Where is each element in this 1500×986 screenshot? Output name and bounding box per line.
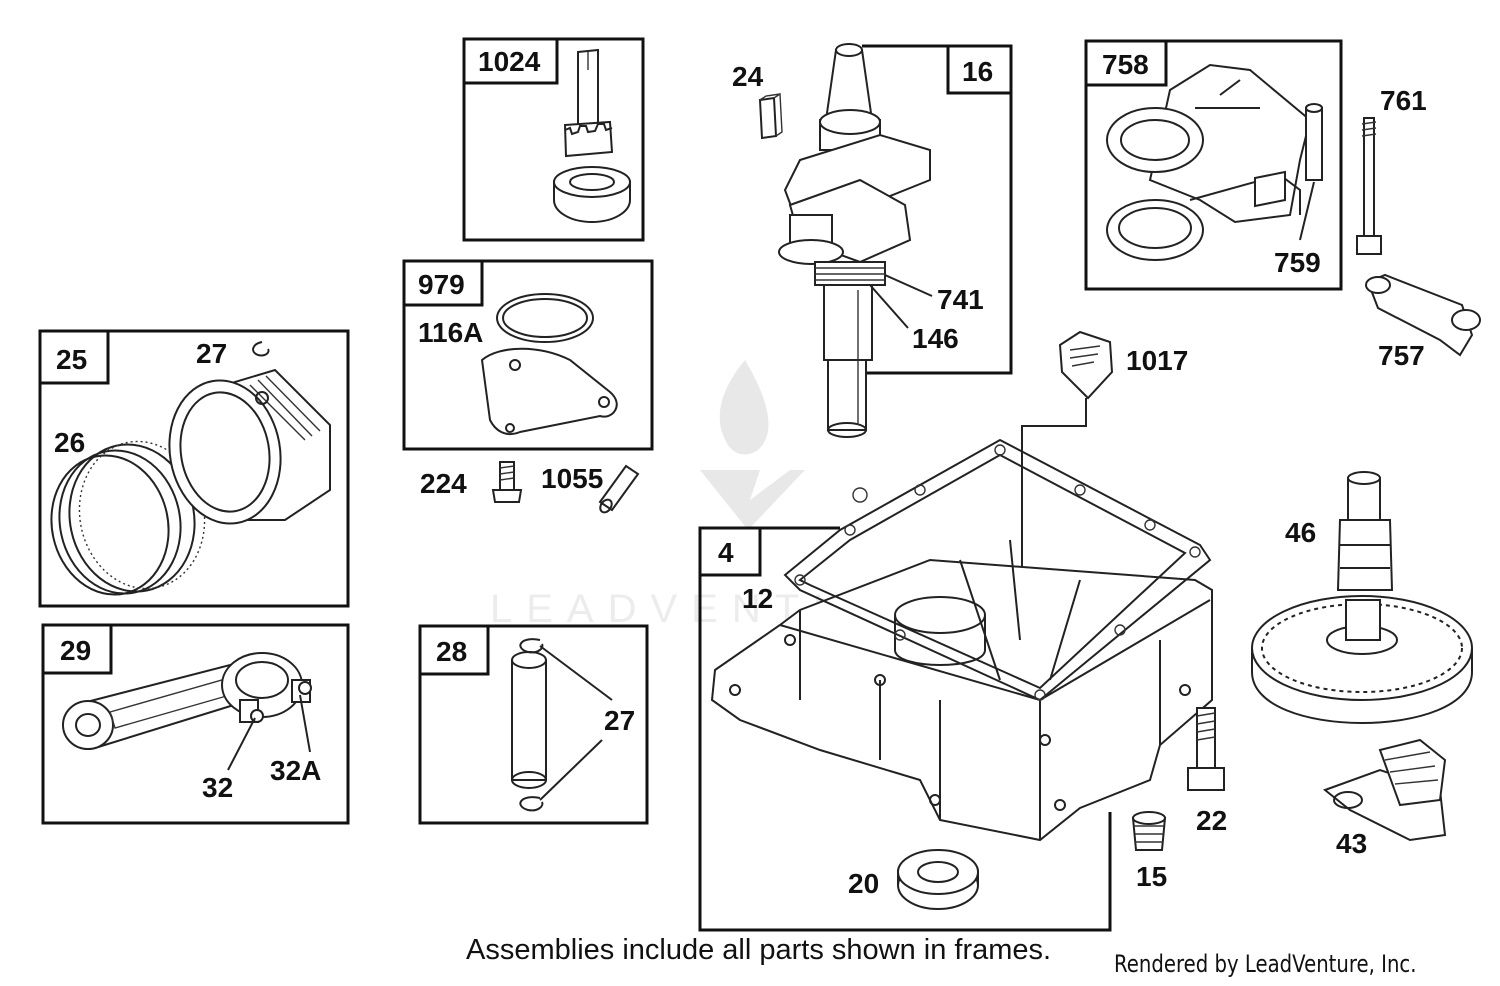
retainer-clip-icon <box>252 341 270 357</box>
frame-label-25: 25 <box>56 344 87 375</box>
frame-758[interactable]: 758 759 <box>1084 39 1343 291</box>
frame-label-16: 16 <box>962 56 993 87</box>
part-label-1055: 1055 <box>541 463 603 494</box>
shaft-761-icon <box>1356 117 1382 255</box>
frame-4[interactable]: 4 <box>698 438 1213 932</box>
part-label-43: 43 <box>1336 828 1367 859</box>
pump-cover-plate <box>480 347 618 436</box>
retainer-clip-bottom-icon <box>519 796 544 812</box>
bolt-22-icon <box>1187 707 1225 791</box>
crankshaft <box>778 43 931 438</box>
gasket-12 <box>783 438 1212 702</box>
counterweight-assembly <box>1106 63 1312 261</box>
decal-1017-icon <box>1021 330 1114 680</box>
part-label-224: 224 <box>420 468 467 499</box>
frame-label-758: 758 <box>1102 49 1149 80</box>
plug-15-icon <box>1131 811 1167 851</box>
footer-render-credit: Rendered by LeadVenture, Inc. <box>1114 950 1417 978</box>
part-label-22: 22 <box>1196 805 1227 836</box>
part-label-32a: 32A <box>270 755 321 786</box>
connecting-rod <box>62 652 312 750</box>
part-label-32: 32 <box>202 772 233 803</box>
part-label-12: 12 <box>742 583 773 614</box>
piston-pin <box>511 651 547 789</box>
sump-housing <box>710 539 1213 842</box>
governor-43 <box>1322 738 1447 842</box>
part-label-761: 761 <box>1380 85 1427 116</box>
o-ring-seal <box>496 293 594 343</box>
frame-label-1024: 1024 <box>478 46 541 77</box>
part-label-24: 24 <box>732 61 764 92</box>
frame-979[interactable]: 979 116A <box>402 259 654 451</box>
part-label-116a: 116A <box>418 317 483 348</box>
retainer-clip-top-icon <box>519 638 544 654</box>
frame-1024[interactable]: 1024 <box>462 37 645 242</box>
oil-seal-20 <box>897 849 979 910</box>
frame-25[interactable]: 25 26 27 <box>38 329 350 608</box>
piston <box>168 368 331 525</box>
part-label-26: 26 <box>54 427 85 458</box>
part-label-759: 759 <box>1274 247 1321 278</box>
frame-28[interactable]: 28 27 <box>418 624 649 825</box>
part-label-15: 15 <box>1136 861 1167 892</box>
frame-29[interactable]: 29 32 32A <box>41 623 350 825</box>
bolt-224-icon <box>491 461 523 503</box>
part-label-757: 757 <box>1378 340 1425 371</box>
camshaft-46 <box>1251 471 1473 724</box>
part-label-741: 741 <box>937 284 984 315</box>
footer-assemblies-note: Assemblies include all parts shown in fr… <box>466 934 1052 966</box>
part-label-146: 146 <box>912 323 959 354</box>
key-24-icon <box>758 92 783 140</box>
part-label-27-retainer: 27 <box>196 338 227 369</box>
dowel-pin-1055-icon <box>598 464 640 514</box>
part-label-46: 46 <box>1285 517 1316 548</box>
link-757-icon <box>1365 273 1481 357</box>
part-label-20: 20 <box>848 868 879 899</box>
oil-pump-shaft-and-rotor <box>553 48 631 223</box>
part-label-27-pin: 27 <box>604 705 635 736</box>
frame-label-4: 4 <box>718 537 734 568</box>
part-label-1017: 1017 <box>1126 345 1188 376</box>
frame-label-28: 28 <box>436 636 467 667</box>
frame-label-979: 979 <box>418 269 465 300</box>
frame-label-29: 29 <box>60 635 91 666</box>
pin-759-icon <box>1305 103 1323 181</box>
frame-16[interactable]: 16 741 146 <box>778 43 1013 438</box>
